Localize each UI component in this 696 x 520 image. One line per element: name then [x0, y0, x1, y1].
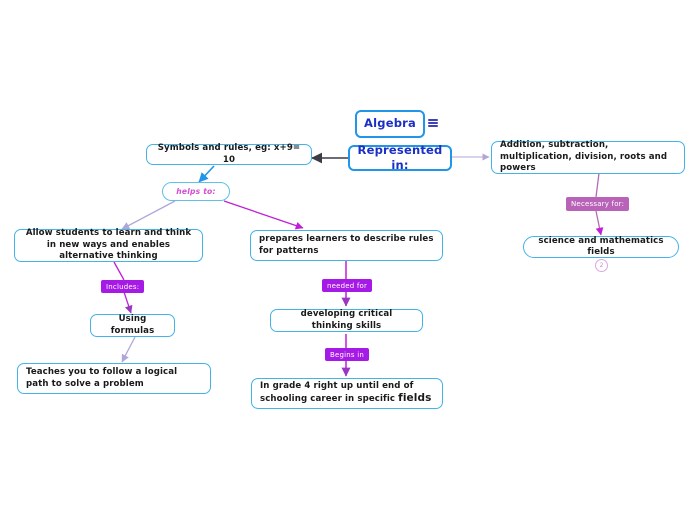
science-node-count-badge-text: 2 — [599, 262, 604, 269]
node-algebra-label: Algebra — [364, 116, 416, 131]
edge-label-includes-text: Includes: — [106, 282, 140, 291]
edge-necessaryfor-to-science — [595, 210, 604, 236]
node-prepares-learners-label: prepares learners to describe rules for … — [259, 234, 434, 256]
node-grade-four[interactable]: In grade 4 right up until end of schooli… — [251, 378, 443, 409]
edge-helpsto-to-prepares — [223, 200, 304, 230]
node-represented-in-label: Represented in: — [357, 142, 443, 172]
node-grade-four-label: In grade 4 right up until end of schooli… — [260, 381, 434, 406]
edge-allow-to-includes — [113, 261, 125, 281]
node-algebra[interactable]: Algebra — [355, 110, 425, 138]
edge-symbols-to-helpsto — [198, 165, 215, 183]
node-using-formulas[interactable]: Using formulas — [90, 314, 175, 337]
node-using-formulas-label: Using formulas — [110, 314, 155, 336]
node-operations[interactable]: Addition, subtraction, multiplication, d… — [491, 140, 685, 174]
edge-label-begins-in-text: Begins in — [330, 350, 364, 359]
edge-label-begins-in[interactable]: Begins in — [325, 348, 369, 361]
edge-label-helps-to[interactable]: helps to: — [162, 182, 230, 201]
edge-includes-to-formulas — [123, 291, 133, 314]
edge-label-needed-for-text: needed for — [327, 281, 368, 290]
edge-label-needed-for[interactable]: needed for — [322, 279, 373, 292]
edge-formulas-to-logical — [121, 336, 136, 363]
node-logical-path-label: Teaches you to follow a logical path to … — [26, 367, 178, 389]
menu-icon-bar-1 — [428, 119, 438, 121]
edge-label-necessary-for[interactable]: Necessary for: — [566, 197, 630, 211]
node-operations-label: Addition, subtraction, multiplication, d… — [500, 140, 668, 174]
node-allow-students-label: Allow students to learn and think in new… — [25, 228, 192, 262]
node-symbols-and-rules[interactable]: Symbols and rules, eg: x+9= 10 — [146, 143, 312, 165]
edge-operations-to-necessaryfor — [595, 172, 600, 198]
node-prepares-learners[interactable]: prepares learners to describe rules for … — [250, 230, 443, 261]
node-symbols-and-rules-label: Symbols and rules, eg: x+9= 10 — [157, 143, 301, 165]
node-grade-four-label-emphasis: fields — [398, 392, 432, 405]
node-critical-thinking-label: developing critical thinking skills — [300, 309, 393, 331]
menu-icon-bar-3 — [428, 125, 438, 127]
science-node-count-badge[interactable]: 2 — [595, 259, 608, 272]
node-logical-path[interactable]: Teaches you to follow a logical path to … — [17, 363, 211, 394]
node-science-and-mathematics-fields-label: science and mathematics fields — [538, 235, 664, 257]
node-science-and-mathematics-fields[interactable]: science and mathematics fields — [523, 236, 679, 258]
menu-icon-bar-2 — [428, 122, 438, 124]
edge-label-necessary-for-text: Necessary for: — [571, 200, 625, 208]
edge-helpsto-to-allow — [121, 200, 176, 230]
node-critical-thinking[interactable]: developing critical thinking skills — [270, 309, 423, 332]
edge-label-helps-to-text: helps to: — [176, 187, 216, 196]
hamburger-menu-icon[interactable] — [428, 119, 438, 127]
node-allow-students[interactable]: Allow students to learn and think in new… — [14, 228, 203, 262]
node-grade-four-label-part1: In grade 4 right up until end of schooli… — [260, 380, 414, 405]
edge-label-includes[interactable]: Includes: — [101, 280, 145, 293]
node-represented-in[interactable]: Represented in: — [348, 142, 452, 172]
